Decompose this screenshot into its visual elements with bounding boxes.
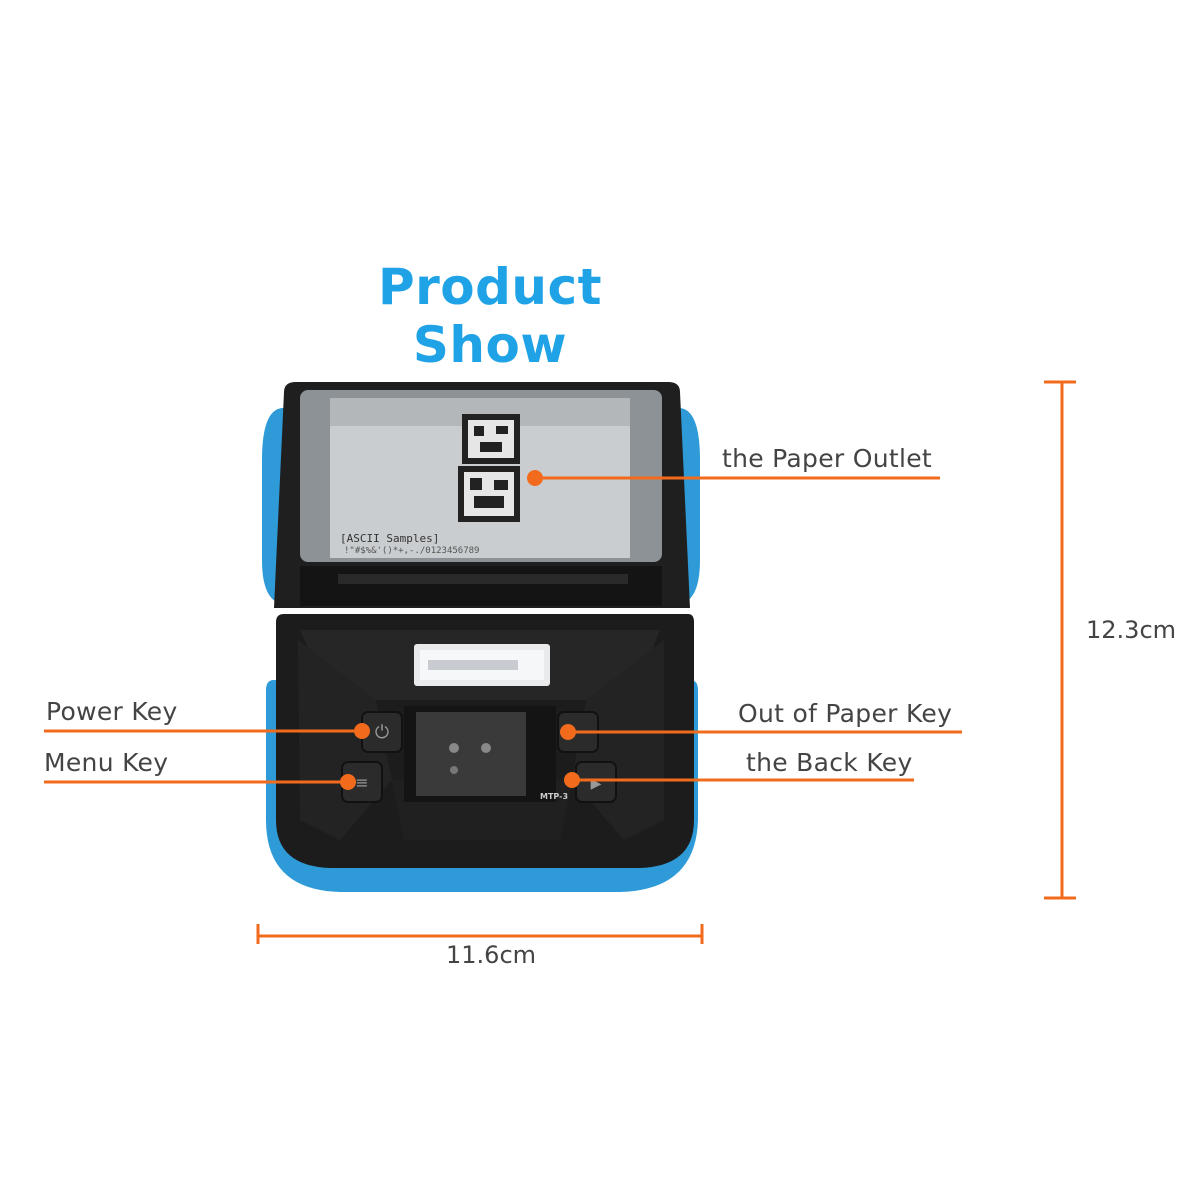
paper-print-text-1: [ASCII Samples] xyxy=(340,532,440,545)
width-dimension-line xyxy=(256,924,704,944)
menu-key-label: Menu Key xyxy=(44,748,169,777)
back-key-label: the Back Key xyxy=(746,748,913,777)
height-dimension-line xyxy=(1044,380,1076,900)
width-dimension-label: 11.6cm xyxy=(446,941,537,969)
qr-code xyxy=(458,414,520,522)
svg-text:⏻: ⏻ xyxy=(375,722,389,743)
height-dimension-label: 12.3cm xyxy=(1086,616,1177,644)
svg-text:≡: ≡ xyxy=(355,773,368,792)
out-of-paper-key-label: Out of Paper Key xyxy=(738,699,953,728)
page-title: Product Show xyxy=(377,258,603,374)
model-label: MTP-3 xyxy=(540,792,569,801)
callout-lines xyxy=(44,470,962,790)
svg-text:▶: ▶ xyxy=(591,776,602,792)
paper-print-text-2: !"#$%&'()*+,-./0123456789 xyxy=(344,546,480,556)
paper-outlet-label: the Paper Outlet xyxy=(722,444,932,473)
paper-cutter xyxy=(300,566,662,606)
power-key-label: Power Key xyxy=(46,697,178,726)
